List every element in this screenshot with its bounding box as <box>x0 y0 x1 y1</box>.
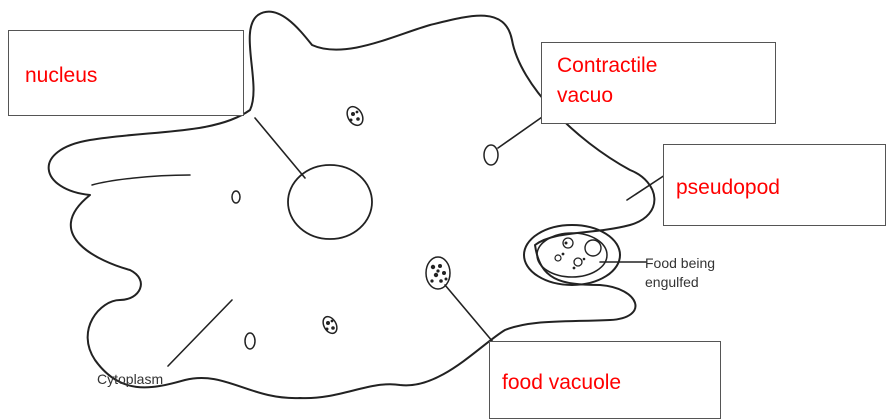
pseudopod-answer-text: pseudopod <box>676 175 780 201</box>
contractile-vacuole-shape <box>484 145 498 165</box>
food-vacuole-answer-text: food vacuole <box>502 370 621 396</box>
food-particle <box>555 255 561 261</box>
food-being-label: Food being <box>645 254 715 272</box>
pseudopod-pointer-line <box>627 175 665 200</box>
food-vacuole-pointer-line <box>445 285 493 342</box>
small-vacuole <box>245 333 255 349</box>
ectoplasm-line <box>92 175 190 185</box>
contractile-vacuole-answer-box[interactable]: Contractile vacuo <box>541 42 776 124</box>
nucleus-pointer-line <box>255 118 305 178</box>
contractile-answer-line1: Contractile <box>557 53 657 79</box>
food-vacuole-shape <box>320 314 339 336</box>
cytoplasm-label: Cytoplasm <box>97 370 163 388</box>
cytoplasm-pointer-line <box>168 300 232 366</box>
small-vacuole <box>232 191 240 203</box>
food-vacuole-shape <box>344 104 366 128</box>
food-particle <box>574 258 582 266</box>
contractile-pointer-line <box>498 115 545 148</box>
food-vacuole-shape <box>426 257 450 289</box>
food-particle <box>585 240 601 256</box>
contractile-answer-line2: vacuo <box>557 83 613 109</box>
food-vacuole-answer-box[interactable]: food vacuole <box>489 341 721 419</box>
pseudopod-answer-box[interactable]: pseudopod <box>663 144 886 226</box>
nucleus-shape <box>288 165 372 239</box>
nucleus-answer-text: nucleus <box>25 63 97 89</box>
nucleus-answer-box[interactable]: nucleus <box>8 30 244 116</box>
engulfed-label: engulfed <box>645 273 699 291</box>
